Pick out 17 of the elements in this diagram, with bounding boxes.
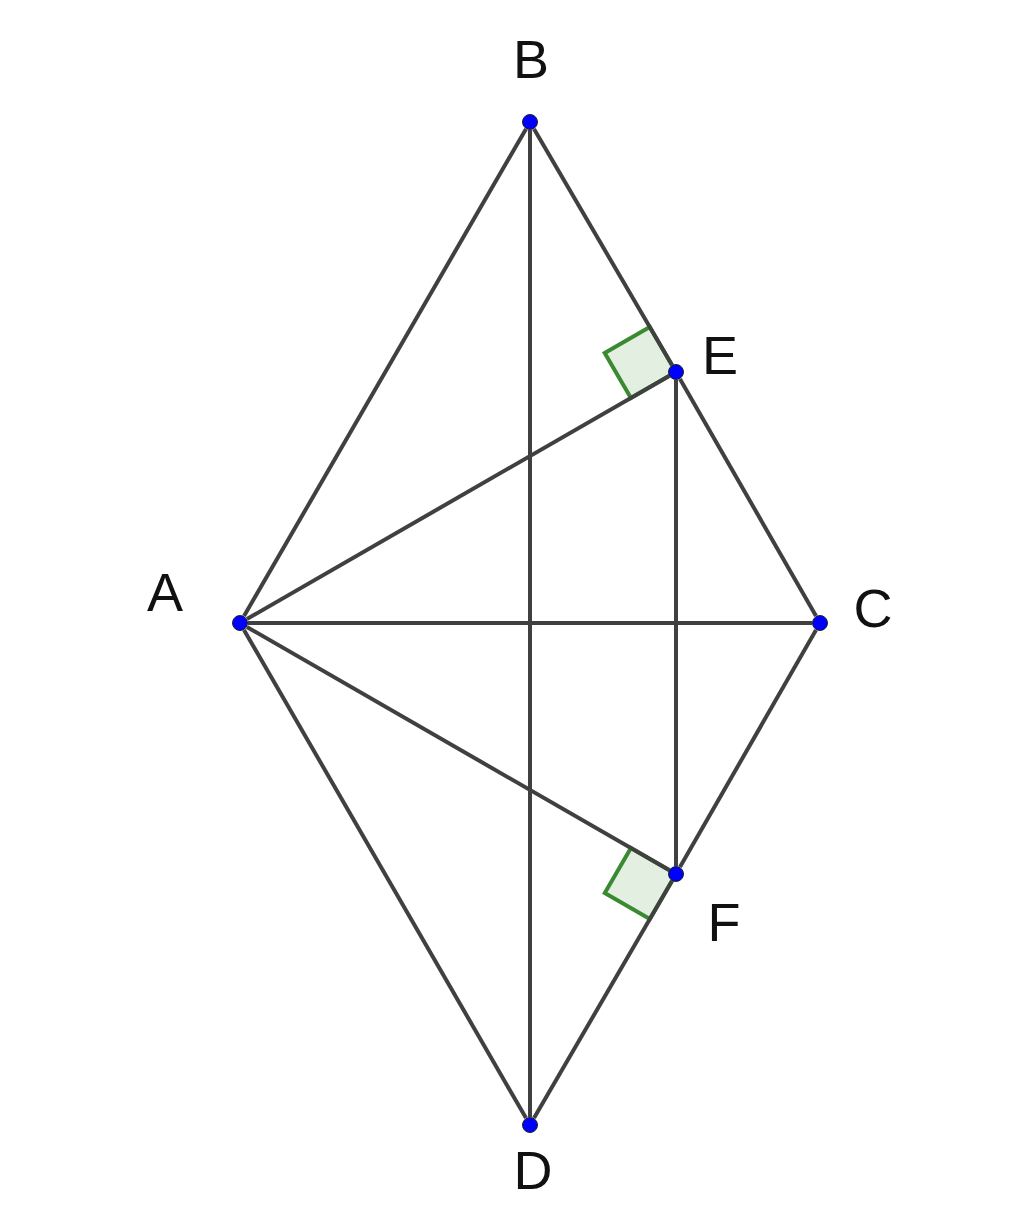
line-segment <box>248 621 812 625</box>
line-segment <box>532 127 674 367</box>
point-label: F <box>707 895 741 949</box>
line-segment <box>245 374 671 621</box>
line-segment <box>242 628 528 1120</box>
point-label: A <box>147 565 183 619</box>
line-segment <box>674 380 678 866</box>
line-segment <box>678 377 818 618</box>
line-segment <box>678 628 818 869</box>
point-label: E <box>702 328 738 382</box>
line-segment <box>532 879 674 1120</box>
line-segment <box>528 130 532 1117</box>
line-segment <box>242 127 528 618</box>
point-label: D <box>513 1143 553 1197</box>
point-label: C <box>853 581 893 635</box>
line-segment <box>245 625 671 872</box>
point-label: B <box>513 32 549 86</box>
